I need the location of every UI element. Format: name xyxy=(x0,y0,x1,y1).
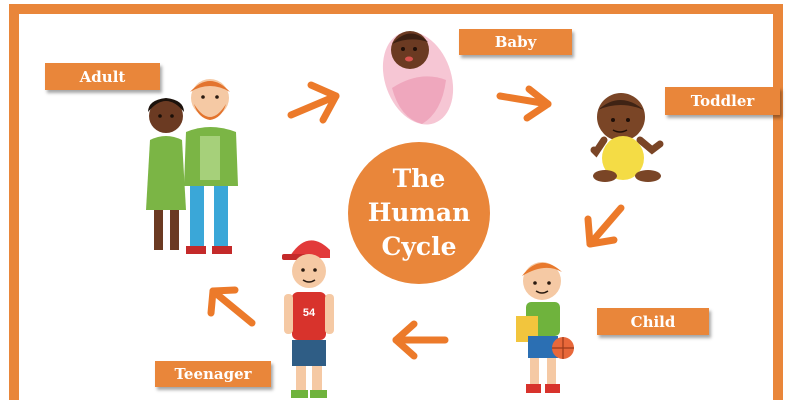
center-title-line-2: Human xyxy=(367,198,471,227)
stage-label-toddler: Toddler xyxy=(665,87,780,115)
stage-label-child: Child xyxy=(597,308,709,335)
toddler-illustration xyxy=(590,93,664,182)
teen-jersey-number: 54 xyxy=(302,307,316,319)
child-illustration xyxy=(516,262,574,393)
stage-label-baby: Baby xyxy=(459,29,572,55)
center-title-line-3: Cycle xyxy=(381,232,457,261)
stage-label-teenager: Teenager xyxy=(155,361,271,387)
stage-label-adult: Adult xyxy=(45,63,160,90)
arrow-child-to-teenager xyxy=(392,320,449,360)
baby-illustration xyxy=(382,31,454,125)
arrow-baby-to-toddler xyxy=(496,85,552,122)
arrow-toddler-to-child xyxy=(584,204,625,248)
teenager-illustration xyxy=(282,240,334,398)
center-title-circle: The Human Cycle xyxy=(348,142,490,284)
adult-couple-illustration xyxy=(146,79,238,254)
center-title-line-1: The xyxy=(392,164,446,193)
arrow-teenager-to-adult xyxy=(207,286,256,327)
arrow-adult-to-baby xyxy=(287,81,340,124)
